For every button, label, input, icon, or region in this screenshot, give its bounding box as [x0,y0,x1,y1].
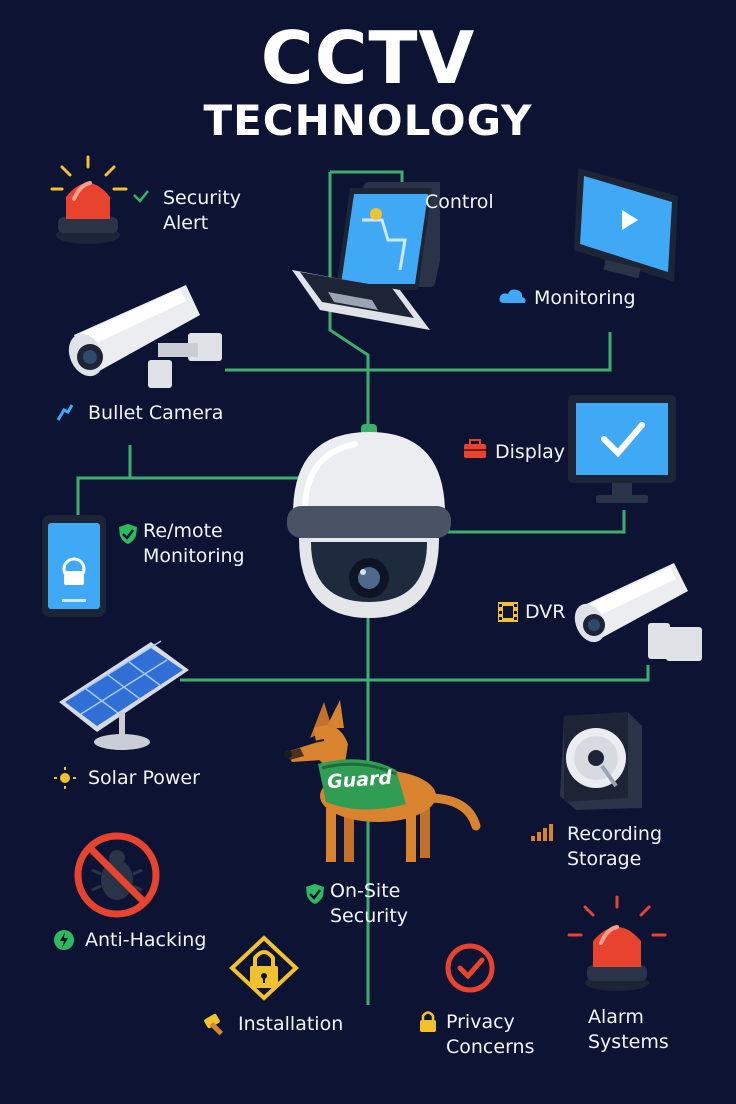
sun-icon [54,767,76,789]
check-circle-icon [445,943,495,993]
dvr-label: DVR [525,601,566,623]
bullet-camera-icon [68,285,222,388]
security-alert-label: Security Alert [163,187,242,234]
page-subtitle: TECHNOLOGY [203,96,533,145]
monitoring-label: Monitoring [534,287,636,309]
display-label: Display [495,441,566,463]
phone-icon [42,515,106,617]
control-label: Control [425,191,494,213]
page-title: CCTV [260,16,476,100]
alarm-siren-icon [567,895,667,991]
briefcase-icon [464,439,486,458]
display-monitor-icon [568,395,676,503]
film-icon [498,602,518,622]
remote-monitoring-label: Re/mote Monitoring [143,520,245,567]
hammer-icon [204,1013,224,1036]
cloud-icon [499,289,526,303]
padlock-icon [420,1011,436,1032]
monitor-icon [574,168,678,282]
shield-check-icon [119,524,137,544]
installation-label: Installation [238,1013,344,1035]
anti-hacking-label: Anti-Hacking [85,929,207,951]
guard-vest-text: Guard [326,767,393,794]
recording-storage-label: Recording Storage [567,823,663,870]
signal-bars-icon [531,824,553,841]
alarm-systems-label: Alarm Systems [588,1006,669,1053]
guard-dog-icon: Guard [284,700,481,862]
dvr-camera-icon [574,563,702,661]
bullet-camera-label: Bullet Camera [88,402,224,424]
laptop-icon [292,182,440,330]
on-site-security-label: On-Site Security [330,880,409,927]
lightning-icon [54,930,74,950]
dome-camera-icon [287,424,451,618]
camera-small-icon [56,404,74,421]
lock-icon [229,935,299,1001]
no-bug-icon [74,832,160,918]
privacy-concerns-label: Privacy Concerns [446,1011,535,1058]
siren-icon [50,155,149,244]
hard-drive-icon [560,712,642,810]
solar-panel-icon [59,640,189,750]
shield-check-icon-2 [306,884,324,904]
solar-power-label: Solar Power [88,767,200,789]
